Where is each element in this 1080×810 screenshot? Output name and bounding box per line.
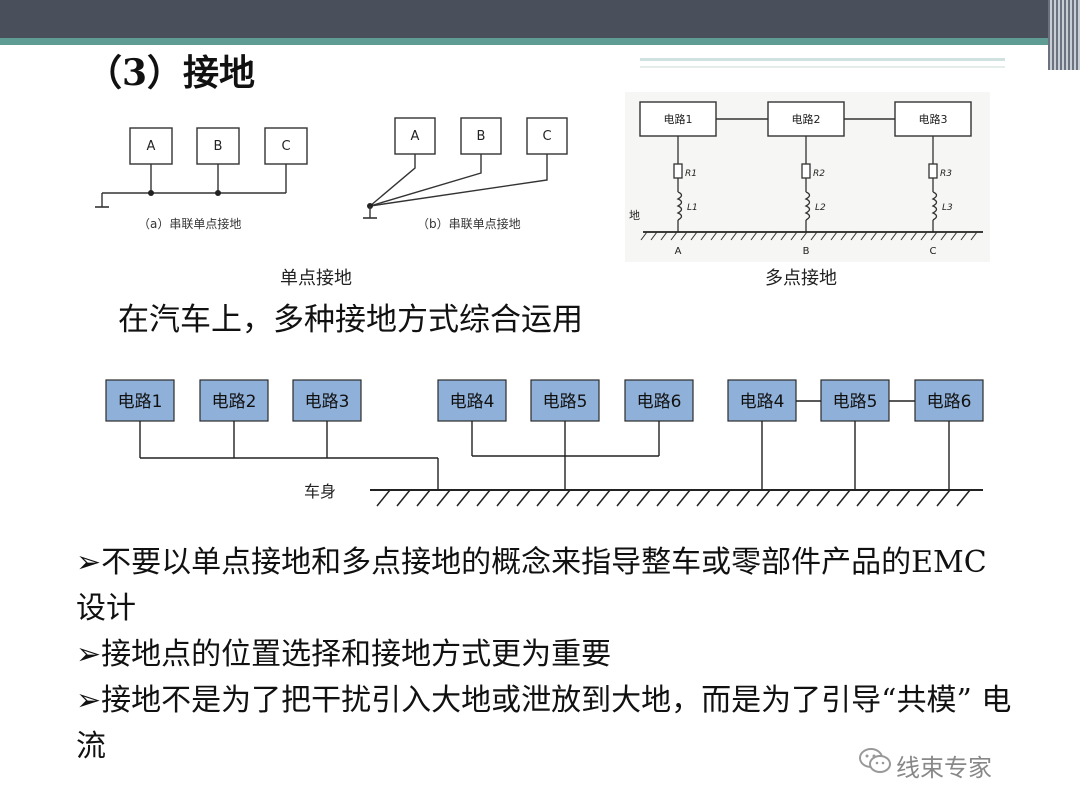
box-b-label-b: B [477, 129, 486, 144]
box-c-label: C [281, 139, 290, 154]
mp-node-a: A [675, 246, 682, 257]
bullet-list: ➢不要以单点接地和多点接地的概念来指导整车或零部件产品的EMC设计 ➢接地点的位… [76, 540, 1016, 770]
mp-node-b: B [803, 246, 810, 257]
car-body-label: 车身 [304, 482, 336, 501]
figure-b-caption: （b）串联单点接地 [417, 216, 521, 231]
mp-circuit-3: 电路3 [919, 113, 948, 126]
mp-r2: R2 [813, 169, 825, 179]
box-c [264, 127, 308, 165]
bullet-item-3: ➢接地不是为了把干扰引入大地或泄放到大地，而是为了引导“共模” 电流 [76, 683, 1012, 764]
mp-node-c: C [930, 246, 937, 257]
slide-title: （3）接地 [86, 52, 256, 94]
car-circuit-4: 电路4 [450, 392, 495, 412]
bullet-item-2: ➢接地点的位置选择和接地方式更为重要 [76, 637, 612, 672]
mp-circuit-2: 电路2 [792, 113, 821, 126]
figure-a-series-single-point: A B C （a）串联单点接地 [95, 127, 308, 231]
car-circuit-2: 电路2 [212, 392, 257, 412]
car-circuit-5: 电路5 [543, 392, 588, 412]
box-b-label: B [214, 139, 223, 154]
car-circuit-1: 电路1 [118, 392, 163, 412]
car-circuit-8: 电路5 [833, 392, 878, 412]
subtitle: 在汽车上，多种接地方式综合运用 [118, 302, 583, 338]
car-body-hatch [376, 489, 971, 507]
top-bar [0, 0, 1080, 38]
box-a-label: A [147, 139, 156, 154]
box-b [196, 127, 240, 165]
figure-multi-point: 电路1 电路2 电路3 R1 L1 R2 L2 R3 L3 [625, 92, 990, 262]
mp-l3: L3 [942, 203, 953, 213]
wechat-icon [859, 748, 891, 773]
decorative-stripes [1048, 0, 1080, 70]
mp-ground-label: 地 [629, 209, 640, 222]
car-circuit-3: 电路3 [305, 392, 350, 412]
box-c-label-b: C [542, 129, 551, 144]
mp-r3: R3 [940, 169, 952, 179]
accent-line [640, 58, 1005, 61]
car-circuit-9: 电路6 [927, 392, 972, 412]
bullet-item-1: ➢不要以单点接地和多点接地的概念来指导整车或零部件产品的EMC设计 [76, 545, 987, 626]
mp-l1: L1 [687, 203, 698, 213]
mp-l2: L2 [815, 203, 826, 213]
car-circuit-7: 电路4 [740, 392, 785, 412]
watermark-text: 线束专家 [896, 754, 992, 782]
single-point-label: 单点接地 [280, 268, 352, 289]
car-circuit-6: 电路6 [637, 392, 682, 412]
car-grounding-diagram: 电路1 电路2 电路3 电路4 电路5 电路6 电路4 电路5 电路6 车身 [105, 379, 984, 507]
mp-ground-hatch [640, 231, 978, 241]
box-a-label-b: A [411, 129, 420, 144]
mp-circuit-1: 电路1 [664, 113, 693, 126]
figure-b-parallel-single-point: A B C （b）串联单点接地 [363, 117, 568, 231]
mp-r1: R1 [685, 169, 697, 179]
top-accent-band [0, 38, 1080, 45]
multi-point-label: 多点接地 [765, 268, 837, 289]
accent-line-2 [640, 66, 1005, 68]
figure-a-caption: （a）串联单点接地 [138, 216, 241, 231]
